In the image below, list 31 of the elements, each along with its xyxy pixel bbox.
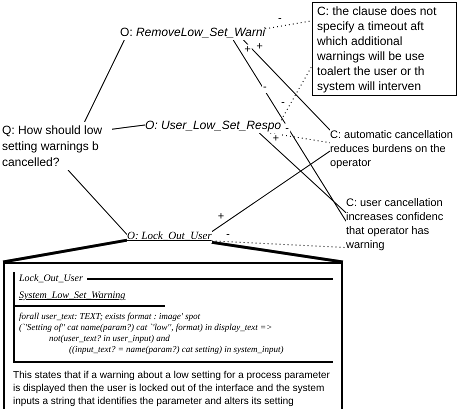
criterion-box: C: the clause does not specify a timeout aft which additional warnings will be use toalert the user or th system will interven — [312, 2, 457, 96]
description-text: This states that if a warning about a low setting for a process parameter is displayed then the user is locked out of the interface and the system inputs a string that identifies the parameter and alters its setting — [13, 369, 331, 408]
edge-label: + — [255, 41, 264, 52]
option-text: O: Lock_Out_User — [127, 229, 212, 243]
schema-box — [3, 262, 343, 409]
option-text: O: User_Low_Set_Respo — [145, 117, 282, 133]
link-line — [112, 124, 146, 130]
formula-line: forall user_text: TEXT; exists format : image' spot — [19, 311, 200, 322]
formula-line: not(user_text? in user_input) and — [48, 333, 170, 344]
criterion-text: C: automatic cancellation reduces burdens on the operator — [330, 128, 455, 170]
dotted-link — [270, 132, 330, 144]
link-line — [242, 40, 330, 131]
edge-label: + — [216, 212, 226, 222]
link-line — [258, 132, 346, 214]
formula-line: (`'Setting of'' cat name(param?) cat `'low'', format) in display_text => — [19, 322, 272, 333]
question-text: Q: How should low setting warnings b cancelled? — [2, 122, 112, 170]
dotted-link — [264, 20, 312, 30]
dotted-link — [211, 240, 346, 248]
sign-label: - — [262, 82, 268, 93]
link-line — [211, 150, 330, 232]
link-line — [232, 40, 346, 222]
formula-line: ((input_text? = name(param?) cat setting) in system_input) — [68, 344, 284, 355]
link-line — [211, 240, 344, 264]
schema-name: Lock_Out_User — [19, 272, 83, 285]
edge-label: - — [284, 123, 290, 134]
link-line — [68, 170, 128, 236]
edge-label: + — [272, 133, 280, 144]
option-text: O: RemoveLow_Set_Warni — [120, 24, 266, 40]
schema-subtitle: System_Low_Set_Warning — [19, 290, 126, 301]
link-line — [2, 238, 128, 264]
link-line — [84, 40, 125, 122]
